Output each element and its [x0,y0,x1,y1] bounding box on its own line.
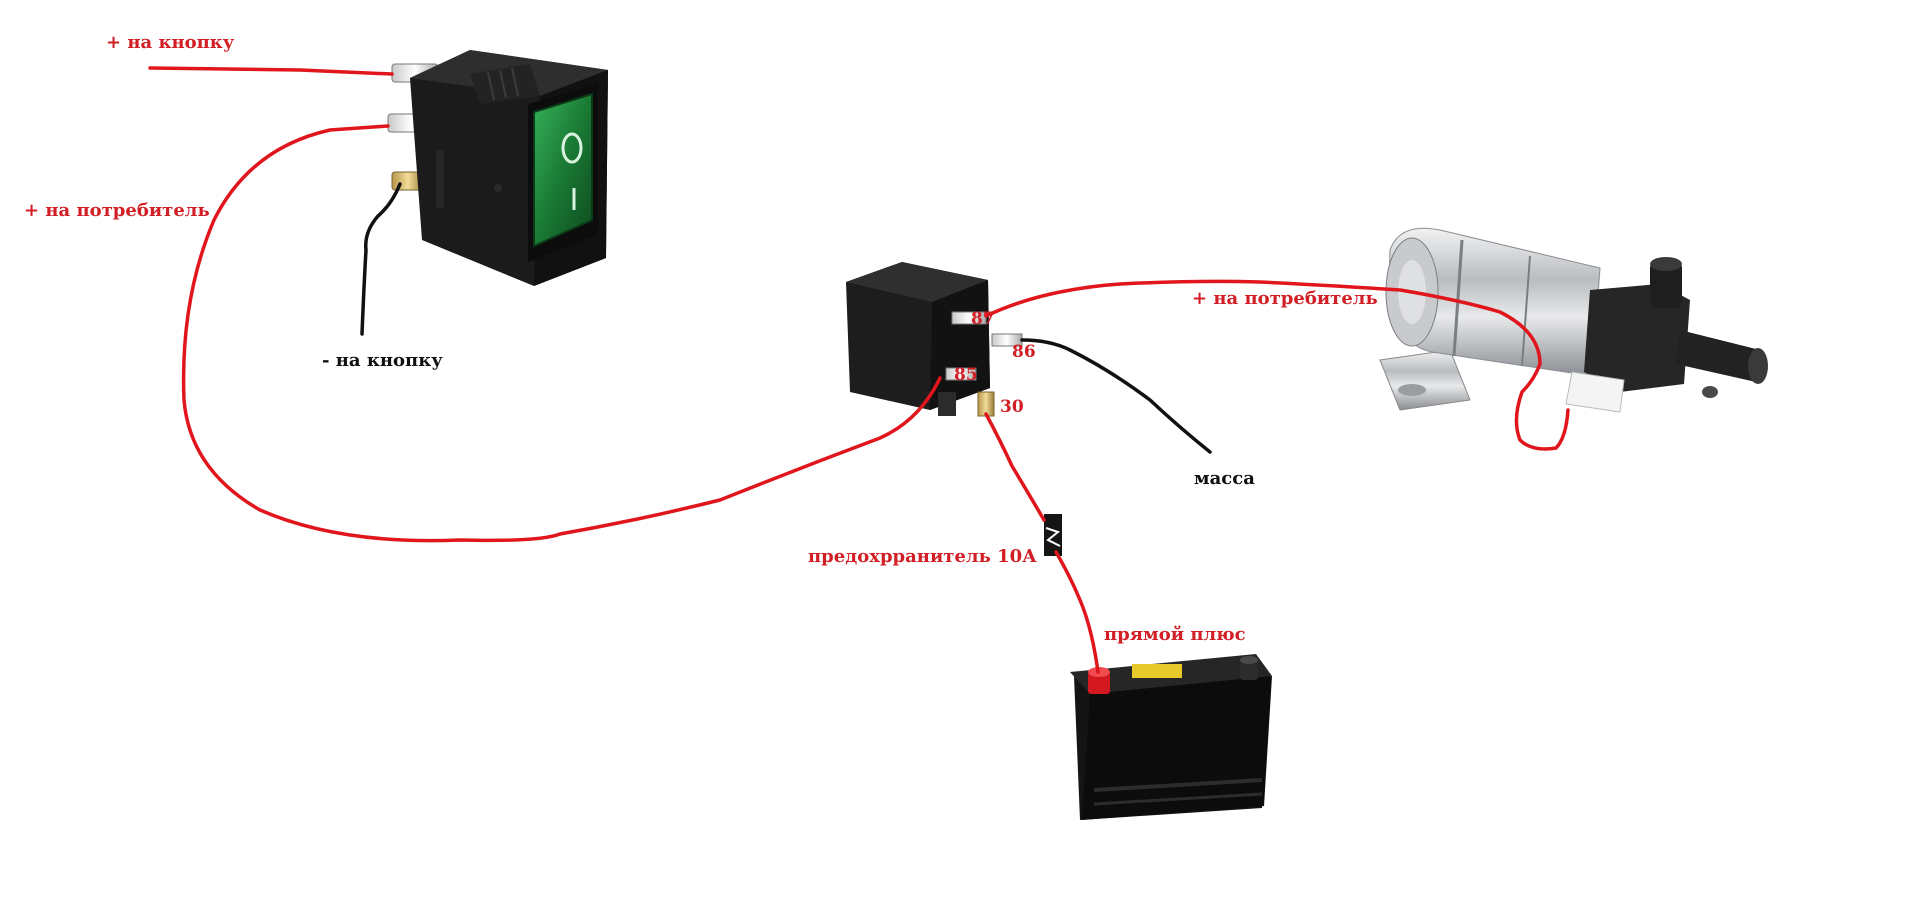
wire-plus-to-consumer-left [181,124,942,543]
label-direct-plus: прямой плюс [1104,624,1246,645]
label-fuse: предохрранитель 10А [808,546,1037,567]
label-plus-to-button: + на кнопку [106,32,235,53]
relay-pin-labels: 87 86 85 30 [954,309,1036,417]
wires [148,66,1570,674]
wire-minus-to-button [360,182,402,336]
pin-85: 85 [954,365,978,385]
label-plus-to-consumer-left: + на потребитель [24,200,210,221]
wire-plus-to-button [148,66,394,76]
rocker-switch-icon [387,50,608,286]
label-minus-to-button: - на кнопку [322,350,443,371]
relay-icon [846,262,1023,417]
label-ground: масса [1194,468,1255,489]
pin-86: 86 [1012,342,1036,362]
wire-plus-to-consumer-right [984,279,1570,451]
pin-30: 30 [1000,397,1024,417]
label-plus-to-consumer-right: + на потребитель [1192,288,1378,309]
battery-icon [1070,654,1272,820]
wire-ground [1020,338,1212,454]
pin-87: 87 [971,309,995,329]
fuse-icon [1044,514,1062,556]
labels: + на кнопку + на потребитель - на кнопку… [24,32,1378,645]
water-pump-icon [1379,227,1768,413]
wire-direct-plus [984,412,1100,674]
